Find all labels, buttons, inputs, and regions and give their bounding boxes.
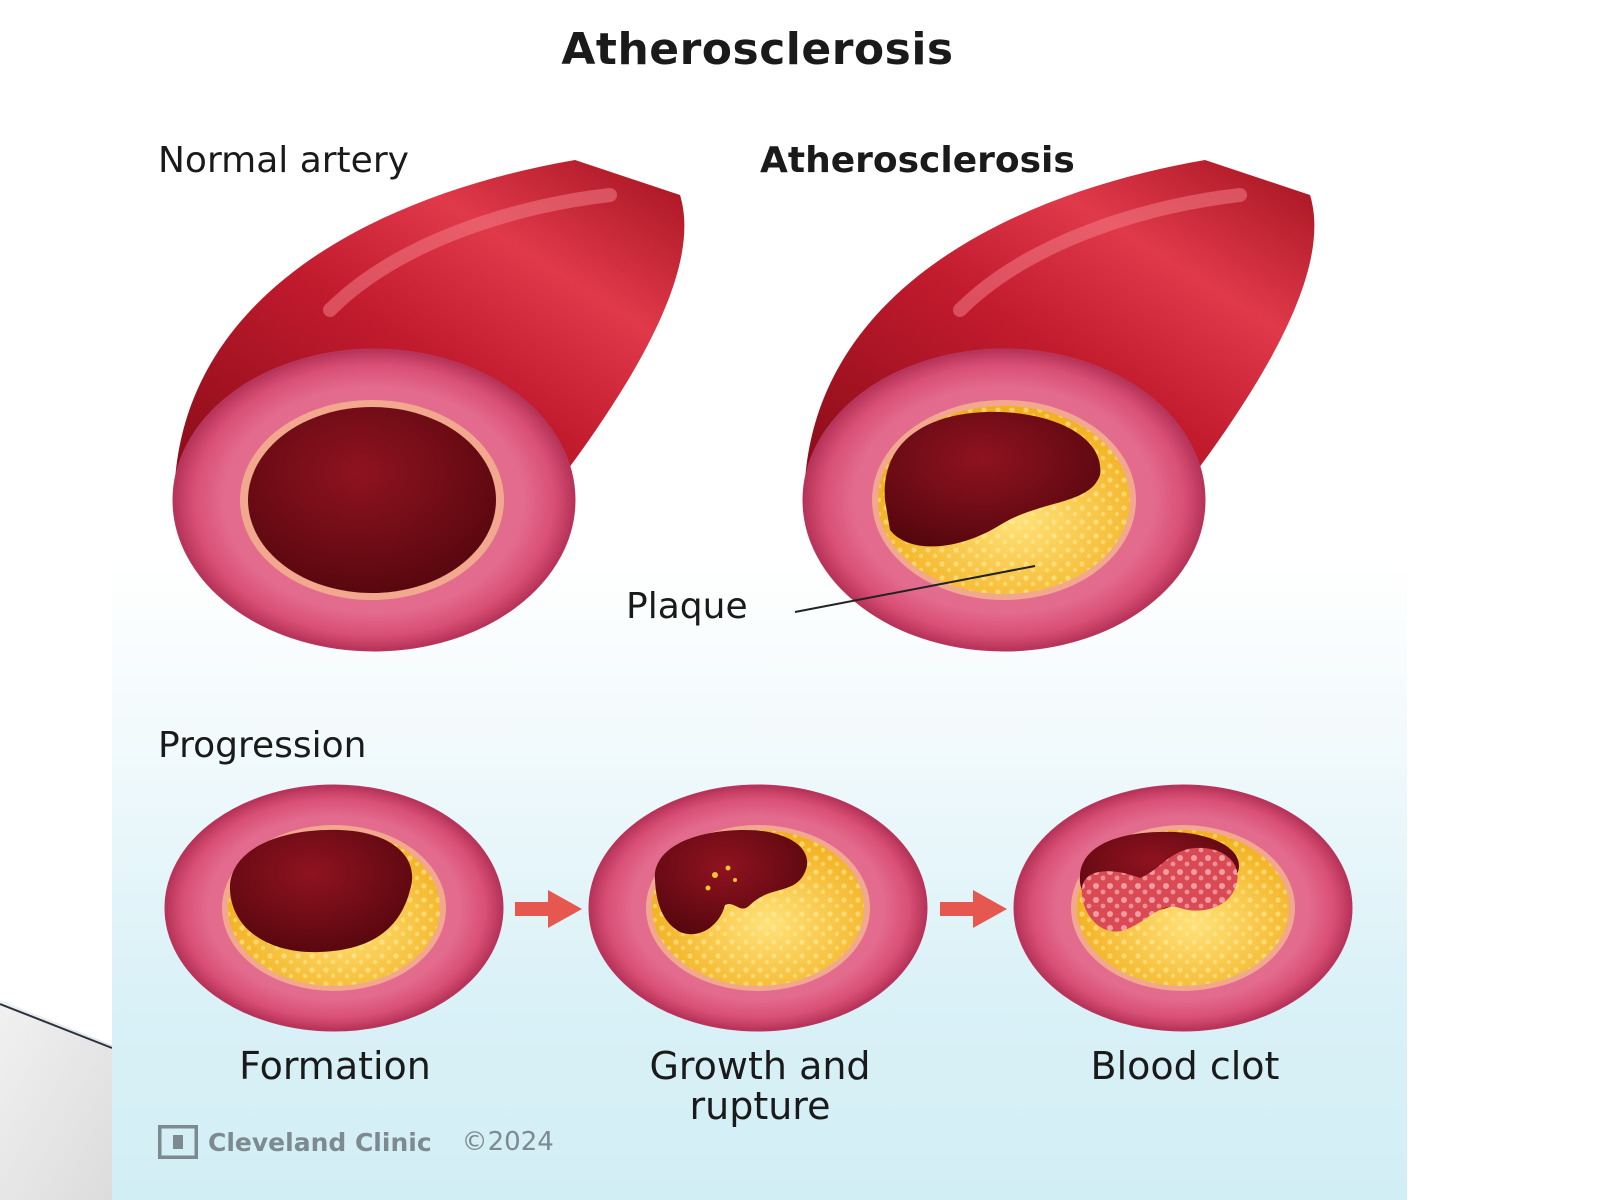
copyright: ©2024 <box>461 1127 554 1157</box>
progression-arrow-2 <box>940 890 1007 928</box>
stage-formation-diagram <box>164 784 504 1032</box>
diseased-artery-highlight <box>953 188 1247 317</box>
label-atherosclerosis: Atherosclerosis <box>760 140 1075 181</box>
stage-clot-diagram <box>1013 784 1353 1032</box>
caption-blood-clot: Blood clot <box>1040 1046 1330 1086</box>
cleveland-clinic-logo-icon <box>158 1125 198 1159</box>
swoosh-line <box>0 1003 113 1049</box>
caption-clot-line1: Blood clot <box>1090 1044 1280 1088</box>
caption-growth-and-rupture: Growth and rupture <box>600 1046 920 1126</box>
diseased-artery-lumen <box>884 411 1101 547</box>
footer-brand: Cleveland Clinic ©2024 <box>158 1125 554 1159</box>
label-progression: Progression <box>158 725 367 766</box>
growth-lumen <box>654 830 808 935</box>
rupture-fragments <box>705 865 737 891</box>
formation-lumen <box>229 829 413 953</box>
caption-formation-line1: Formation <box>239 1044 431 1088</box>
caption-formation: Formation <box>190 1046 480 1086</box>
normal-artery-lumen <box>248 407 496 593</box>
normal-artery <box>172 160 685 652</box>
label-normal-artery: Normal artery <box>158 140 409 181</box>
stage-growth-diagram <box>588 784 928 1032</box>
caption-growth-line1: Growth and <box>649 1044 871 1088</box>
label-plaque: Plaque <box>626 586 748 627</box>
main-title: Atherosclerosis <box>561 24 954 75</box>
progression-arrow-1 <box>515 890 582 928</box>
caption-growth-line2: rupture <box>689 1084 831 1128</box>
plaque-pointer-line <box>794 565 1036 613</box>
normal-artery-highlight <box>323 188 617 317</box>
grey-swoosh-shape <box>0 1000 112 1200</box>
brand-name: Cleveland Clinic <box>208 1127 432 1157</box>
diseased-artery <box>802 160 1315 652</box>
